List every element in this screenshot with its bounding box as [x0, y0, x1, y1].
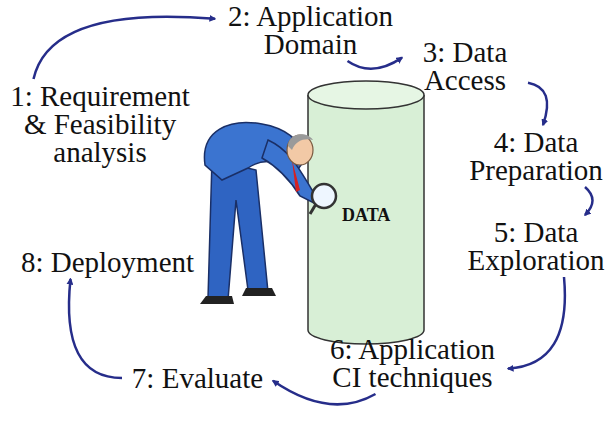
- step-text: 5: Data Exploration: [466, 218, 606, 274]
- step-node: 8: Deployment: [15, 248, 200, 276]
- flow-arrow: [585, 187, 593, 215]
- man-hair: [288, 134, 313, 150]
- step-text: 2: Application Domain: [218, 2, 403, 58]
- step-node: 6: Application CI techniques: [320, 335, 505, 391]
- step-text: 1: Requirement & Feasibility analysis: [5, 82, 195, 166]
- magnifier-glass: [312, 184, 336, 208]
- step-node: 2: Application Domain: [218, 2, 403, 58]
- flow-arrow: [508, 277, 565, 369]
- man-legs: [208, 160, 268, 300]
- data-cylinder: [308, 81, 424, 344]
- step-node: 4: Data Preparation: [466, 128, 606, 184]
- man-figure: [200, 123, 336, 304]
- step-node: 3: Data Access: [405, 38, 525, 94]
- man-shoe: [242, 288, 276, 296]
- flow-arrow: [69, 279, 122, 378]
- step-text: 8: Deployment: [15, 248, 200, 276]
- man-shoe: [200, 296, 234, 304]
- flow-arrow: [34, 17, 216, 79]
- cylinder-label: DATA: [342, 205, 390, 225]
- step-text: 7: Evaluate: [125, 364, 270, 392]
- cylinder-top: [308, 81, 424, 109]
- step-text: 4: Data Preparation: [466, 128, 606, 184]
- man-head: [287, 135, 313, 165]
- step-node: 1: Requirement & Feasibility analysis: [5, 82, 195, 166]
- flow-arrow: [528, 83, 547, 125]
- step-text: 6: Application CI techniques: [320, 335, 505, 391]
- cylinder-body: [308, 95, 424, 344]
- step-node: 7: Evaluate: [125, 364, 270, 392]
- step-text: 3: Data Access: [405, 38, 525, 94]
- flow-arrow: [348, 58, 403, 69]
- step-node: 5: Data Exploration: [466, 218, 606, 274]
